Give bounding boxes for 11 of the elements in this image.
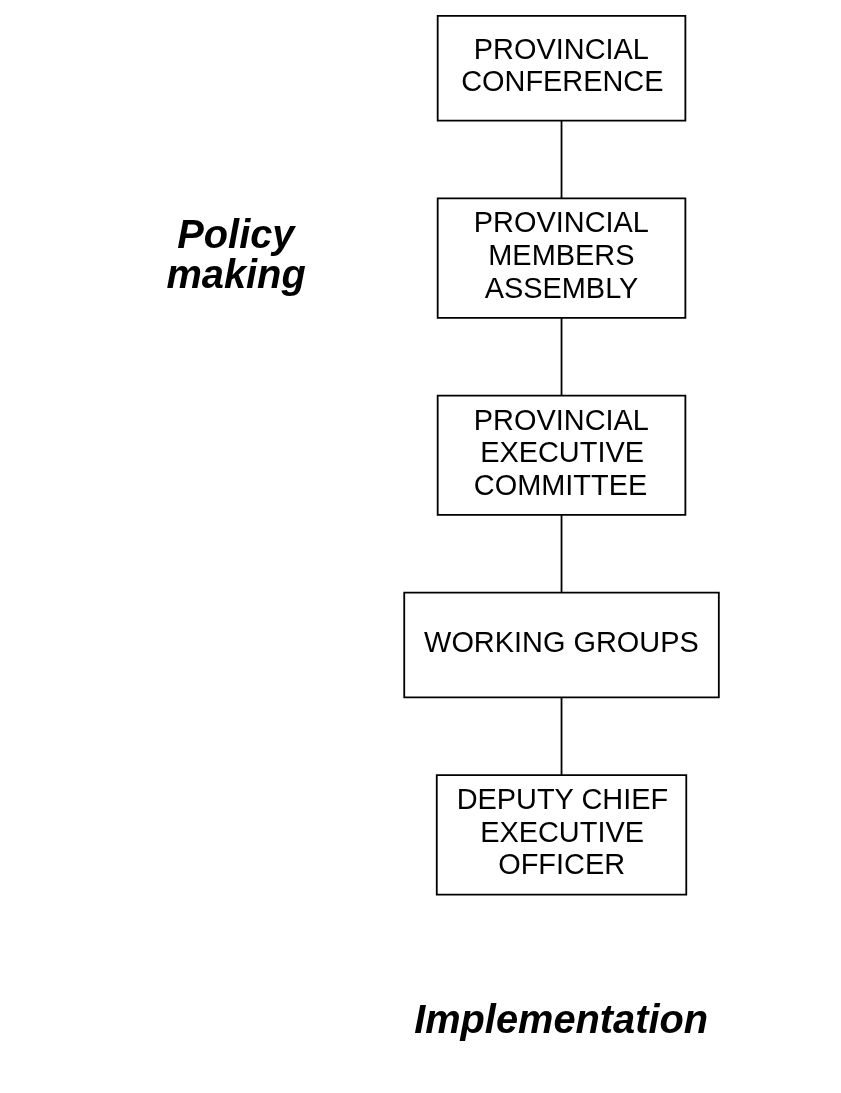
node-box: WORKING GROUPS [403,591,720,699]
connector [560,696,563,776]
label: Implementation [414,997,709,1042]
node-box: PROVINCIAL EXECUTIVE COMMITTEE [436,394,687,516]
label: Policy making [166,212,306,297]
node-box: PROVINCIAL MEMBERS ASSEMBLY [436,197,687,319]
connector [560,317,563,397]
connector [560,514,563,594]
node-box: DEPUTY CHIEF EXECUTIVE OFFICER [435,774,688,896]
connector [560,120,563,200]
node-box: PROVINCIAL CONFERENCE [436,14,687,122]
